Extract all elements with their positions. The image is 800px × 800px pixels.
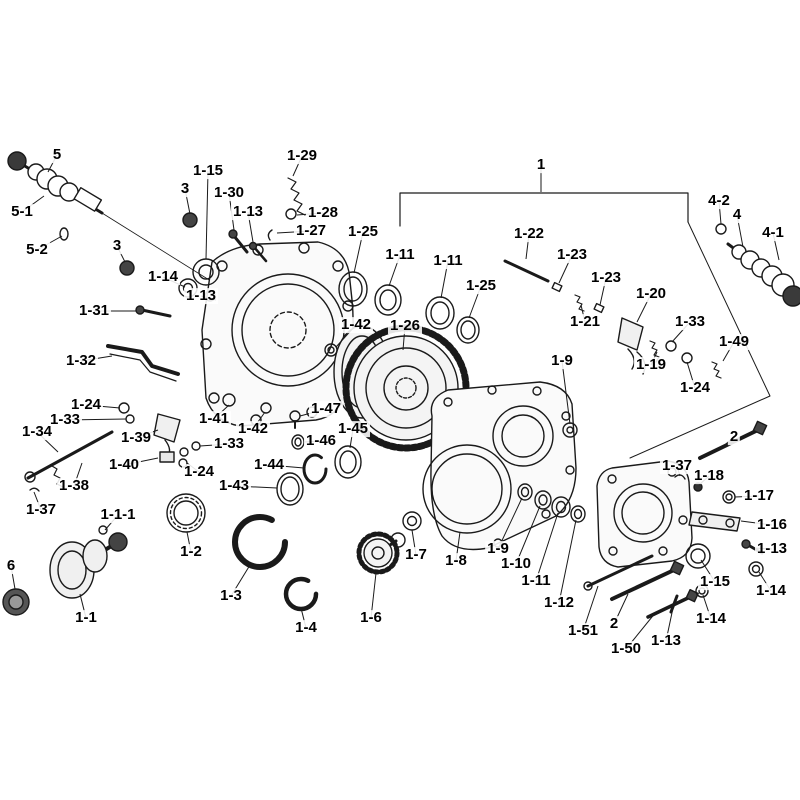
part-label-1-41: 1-41 xyxy=(196,410,232,428)
part-label-1-38: 1-38 xyxy=(56,477,92,495)
part-label-1-13: 1-13 xyxy=(230,203,266,221)
part-label-1-15: 1-15 xyxy=(697,573,733,591)
bearing-1-2 xyxy=(166,493,206,533)
shift-lever xyxy=(106,344,180,382)
part-label-1-49: 1-49 xyxy=(716,333,752,351)
fastener-cluster-right xyxy=(674,420,768,577)
leader-line xyxy=(515,505,541,565)
right-axle-assembly xyxy=(715,223,800,307)
part-label-1-46: 1-46 xyxy=(303,432,339,450)
part-label-1-1: 1-1 xyxy=(73,609,99,627)
part-label-6: 6 xyxy=(4,557,18,575)
bottom-shafts xyxy=(583,554,709,619)
shift-shaft-assembly-left xyxy=(24,402,201,492)
leader-line xyxy=(497,497,523,550)
part-label-1-10: 1-10 xyxy=(498,555,534,573)
part-label-1-13: 1-13 xyxy=(183,287,219,305)
part-label-1-1-1: 1-1-1 xyxy=(98,506,138,524)
part-label-1-8: 1-8 xyxy=(443,552,469,570)
part-label-1-14: 1-14 xyxy=(693,610,729,628)
part-label-5-1: 5-1 xyxy=(9,203,35,221)
part-label-1-42: 1-42 xyxy=(235,420,271,438)
part-label-1-7: 1-7 xyxy=(403,546,429,564)
part-label-1-33: 1-33 xyxy=(672,313,708,331)
part-label-1-33: 1-33 xyxy=(47,411,83,429)
part-label-4: 4 xyxy=(730,206,744,224)
part-label-1-24: 1-24 xyxy=(677,379,713,397)
part-label-1-13: 1-13 xyxy=(754,540,790,558)
leader-line xyxy=(535,512,559,582)
part-label-1-50: 1-50 xyxy=(608,640,644,658)
leader-line xyxy=(561,360,571,425)
part-label-1-18: 1-18 xyxy=(691,467,727,485)
output-flange-assembly xyxy=(2,525,128,616)
washer-row-bottom xyxy=(517,483,586,523)
part-label-1-29: 1-29 xyxy=(284,147,320,165)
part-label-3: 3 xyxy=(110,237,124,255)
part-label-1-2: 1-2 xyxy=(178,543,204,561)
part-label-1-23: 1-23 xyxy=(554,246,590,264)
part-label-1-40: 1-40 xyxy=(106,456,142,474)
part-label-1-31: 1-31 xyxy=(76,302,112,320)
part-label-1-12: 1-12 xyxy=(541,594,577,612)
part-label-1-9: 1-9 xyxy=(485,540,511,558)
part-label-1-13: 1-13 xyxy=(648,632,684,650)
part-label-1-15: 1-15 xyxy=(190,162,226,180)
part-label-1-25: 1-25 xyxy=(345,223,381,241)
part-label-1-14: 1-14 xyxy=(145,268,181,286)
part-label-1-19: 1-19 xyxy=(633,356,669,374)
part-label-3: 3 xyxy=(178,180,192,198)
part-label-2: 2 xyxy=(607,615,621,633)
part-label-1-30: 1-30 xyxy=(211,184,247,202)
part-label-1-11: 1-11 xyxy=(431,252,465,270)
part-label-1-33: 1-33 xyxy=(211,435,247,453)
part-label-1-21: 1-21 xyxy=(567,313,603,331)
part-label-1-44: 1-44 xyxy=(251,456,287,474)
part-label-1-17: 1-17 xyxy=(741,487,777,505)
part-label-1-9: 1-9 xyxy=(549,352,575,370)
part-label-5: 5 xyxy=(50,146,64,164)
part-label-4-2: 4-2 xyxy=(706,192,732,210)
part-label-1-34: 1-34 xyxy=(19,423,55,441)
part-label-1-37: 1-37 xyxy=(659,457,695,475)
part-label-1-23: 1-23 xyxy=(588,269,624,287)
part-label-1-25: 1-25 xyxy=(463,277,499,295)
part-label-1-6: 1-6 xyxy=(358,609,384,627)
part-label-1-51: 1-51 xyxy=(565,622,601,640)
part-label-1-11: 1-11 xyxy=(519,572,553,590)
part-label-1-11: 1-11 xyxy=(383,246,417,264)
pinion-gear xyxy=(356,531,406,575)
leader-line xyxy=(558,519,577,604)
left-axle-assembly xyxy=(7,151,215,284)
part-label-1-28: 1-28 xyxy=(305,204,341,222)
group-bracket-1 xyxy=(399,192,771,459)
part-label-1-37: 1-37 xyxy=(23,501,59,519)
part-label-1-26: 1-26 xyxy=(387,317,423,335)
seal-rings-top xyxy=(338,271,480,344)
part-label-1-32: 1-32 xyxy=(63,352,99,370)
part-label-2: 2 xyxy=(727,428,741,446)
part-label-1-24: 1-24 xyxy=(181,463,217,481)
top-hardware xyxy=(119,177,306,318)
part-label-5-2: 5-2 xyxy=(24,241,50,259)
part-label-4-1: 4-1 xyxy=(760,224,786,242)
part-label-1-47: 1-47 xyxy=(308,400,344,418)
part-label-1-20: 1-20 xyxy=(633,285,669,303)
part-label-1-27: 1-27 xyxy=(293,222,329,240)
part-label-1-4: 1-4 xyxy=(293,619,319,637)
part-label-1-45: 1-45 xyxy=(335,420,371,438)
part-label-1-3: 1-3 xyxy=(218,587,244,605)
part-label-1-42: 1-42 xyxy=(338,316,374,334)
part-label-1: 1 xyxy=(534,156,548,174)
part-label-1-39: 1-39 xyxy=(118,429,154,447)
leader-line xyxy=(205,170,209,260)
part-label-1-43: 1-43 xyxy=(216,477,252,495)
part-label-1-14: 1-14 xyxy=(753,582,789,600)
part-label-1-24: 1-24 xyxy=(68,396,104,414)
part-label-1-16: 1-16 xyxy=(754,516,790,534)
part-label-1-22: 1-22 xyxy=(511,225,547,243)
